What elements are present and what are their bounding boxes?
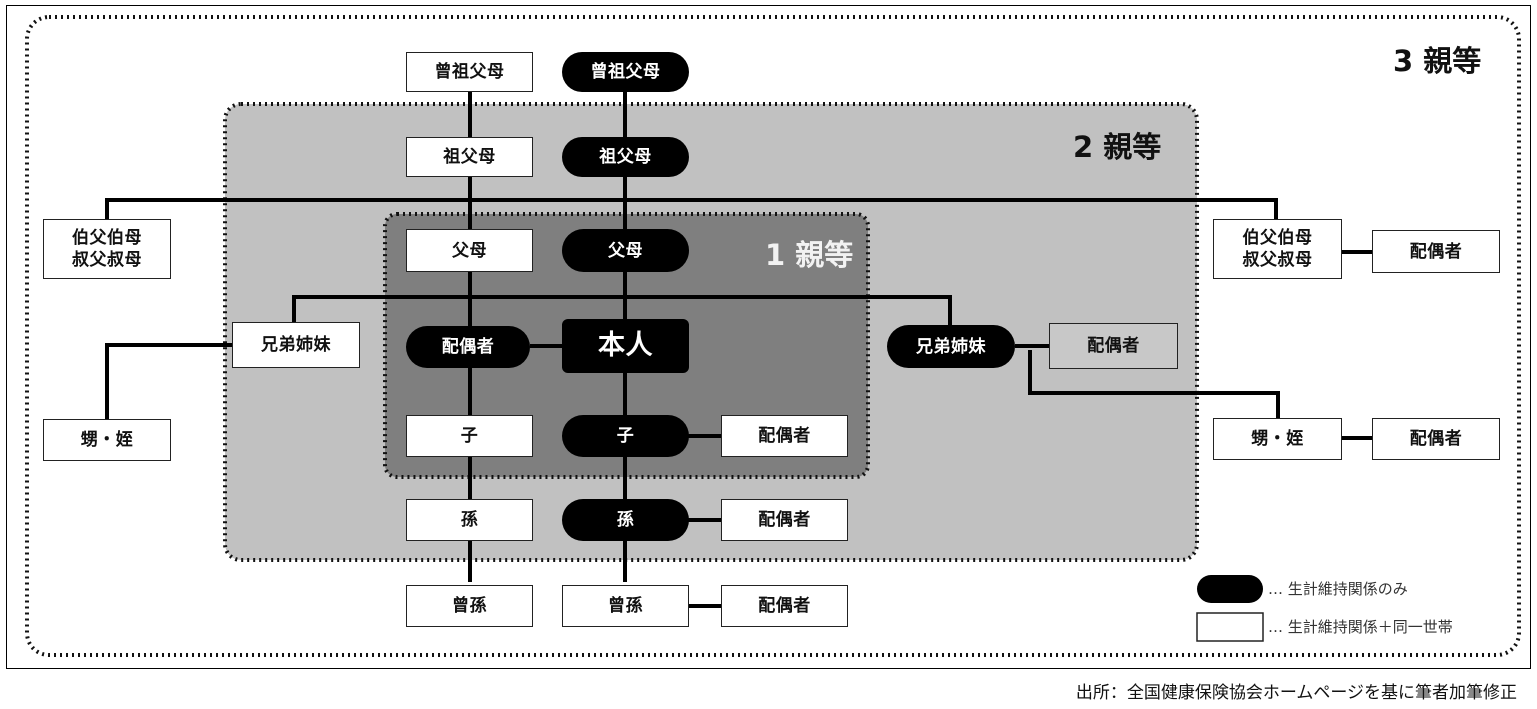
left-siblings-box: 兄弟姉妹 <box>232 322 360 368</box>
grandparents-white-box: 祖父母 <box>406 137 533 177</box>
right-siblings-spouse-box: 配偶者 <box>1049 323 1178 369</box>
child-spouse-box: 配偶者 <box>721 415 848 457</box>
grandchild-white-box: 孫 <box>406 499 533 541</box>
child-black-box: 子 <box>562 415 689 457</box>
source-note: 出所：全国健康保険協会ホームページを基に筆者加筆修正 <box>1075 683 1517 703</box>
legend-white-label: … 生計維持関係＋同一世帯 <box>1268 618 1453 636</box>
great-grandchild-box: 曾孫 <box>562 585 689 627</box>
great-grandparents-black-box: 曾祖父母 <box>562 52 689 92</box>
right-uncle-aunt-spouse-box: 配偶者 <box>1372 230 1500 273</box>
great-grandparents-white-box: 曾祖父母 <box>406 52 533 92</box>
legend-black-swatch <box>1197 575 1263 603</box>
right-siblings-box: 兄弟姉妹 <box>887 325 1015 368</box>
degree-label-2: 2 親等 <box>1073 130 1162 164</box>
child-white-box: 子 <box>406 415 533 457</box>
degree-label-1: 1 親等 <box>765 238 854 272</box>
right-uncle-aunt-line2: 叔父叔母 <box>1242 250 1313 270</box>
degree-label-3: 3 親等 <box>1393 44 1482 78</box>
great-grandchild-spouse-box: 配偶者 <box>721 585 848 627</box>
grandchild-black-box: 孫 <box>562 499 689 541</box>
left-uncle-aunt-line2: 叔父叔母 <box>72 250 142 270</box>
right-uncle-aunt-line1: 伯父伯母 <box>1242 228 1313 248</box>
self-box: 本人 <box>562 319 689 373</box>
grandchild-spouse-box: 配偶者 <box>721 499 848 541</box>
left-uncle-aunt-box: 伯父伯母 叔父叔母 <box>43 219 171 279</box>
right-uncle-aunt-box: 伯父伯母 叔父叔母 <box>1213 219 1342 279</box>
left-nephew-niece-box: 甥・姪 <box>43 419 171 461</box>
figure-frame <box>6 5 1531 669</box>
right-nephew-niece-box: 甥・姪 <box>1213 418 1342 460</box>
right-nephew-niece-spouse-box: 配偶者 <box>1372 418 1500 460</box>
parents-white-box: 父母 <box>406 229 533 272</box>
spouse-black-box: 配偶者 <box>406 326 530 368</box>
legend-black-label: … 生計維持関係のみ <box>1268 580 1408 598</box>
left-uncle-aunt-line1: 伯父伯母 <box>72 228 142 248</box>
legend-white-swatch <box>1196 612 1264 642</box>
grandparents-black-box: 祖父母 <box>562 137 689 177</box>
great-grandchild-white-box: 曾孫 <box>406 585 533 627</box>
parents-black-box: 父母 <box>562 229 689 272</box>
